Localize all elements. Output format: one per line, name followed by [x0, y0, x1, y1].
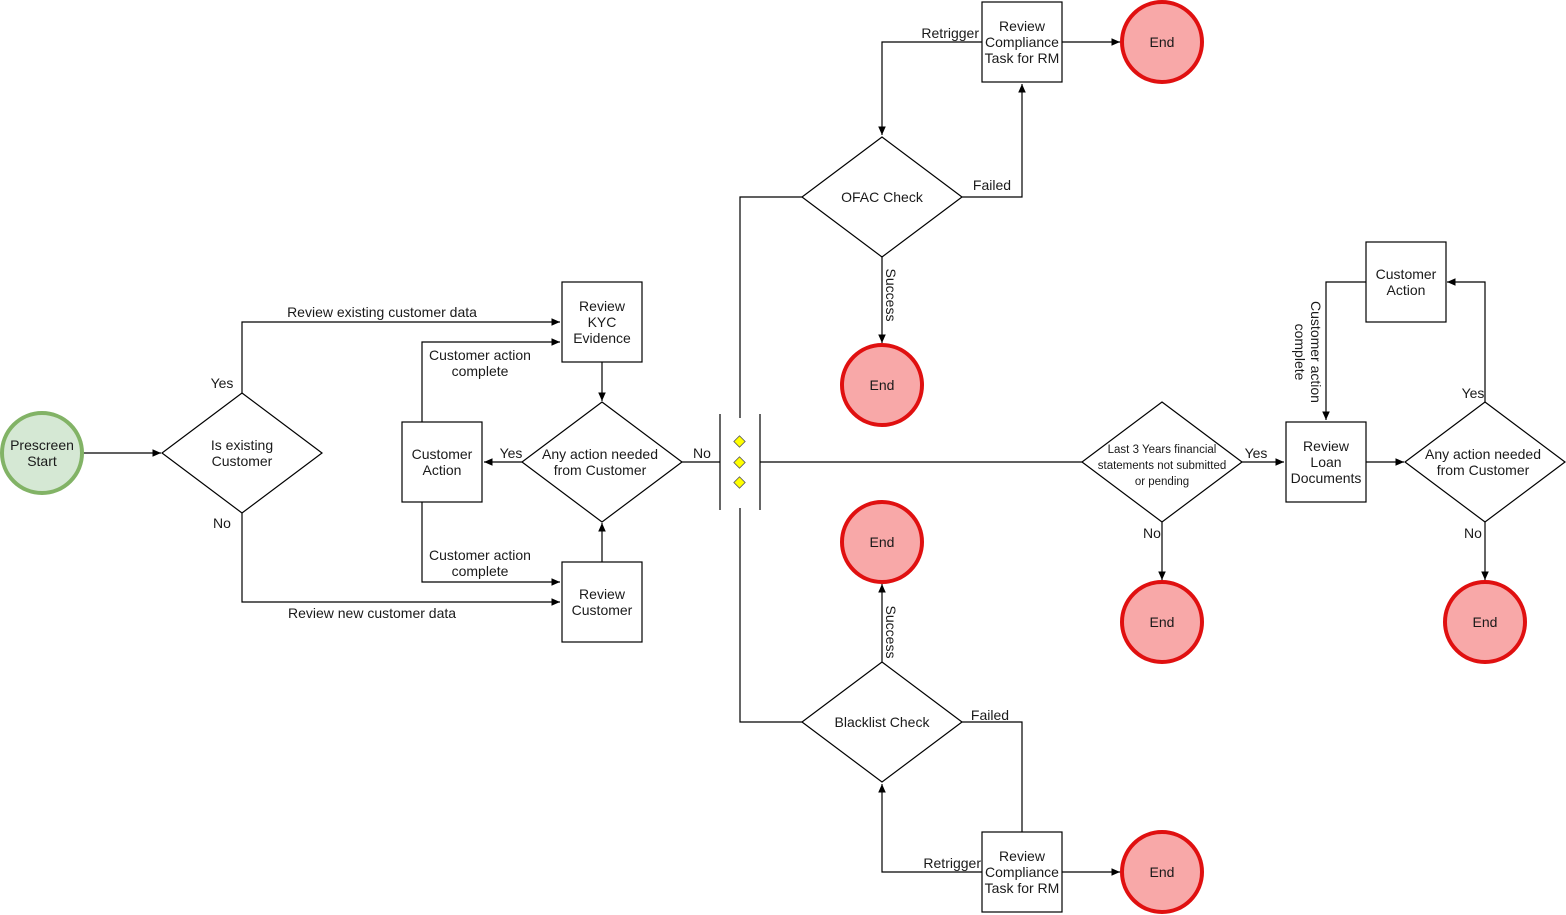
label-success-blacklist: Success [883, 606, 899, 659]
label-yes-any-action-right: Yes [1462, 385, 1485, 401]
label-no-financial: No [1143, 525, 1161, 541]
blacklist-check-decision[interactable]: Blacklist Check [801, 661, 963, 783]
gateway-marker-2 [733, 456, 746, 469]
gateway-marker-1 [733, 435, 746, 448]
label-no-any-action-right: No [1464, 525, 1482, 541]
label-success-ofac: Success [883, 269, 899, 322]
edge-labels: Yes No Review existing customer data Rev… [211, 25, 1485, 871]
edge-compliance-retrigger-to-blacklist [878, 784, 982, 873]
label-retrigger-top: Retrigger [921, 25, 979, 41]
end-label: End [1150, 614, 1175, 630]
blacklist-check-label: Blacklist Check [835, 714, 931, 730]
edge-compliance-retrigger-to-ofac [878, 41, 982, 135]
end-label: End [870, 377, 895, 393]
end-node-loan-no-action[interactable]: End [1443, 580, 1527, 664]
edge-blacklist-failed-to-compliance [962, 721, 1023, 832]
end-label: End [870, 534, 895, 550]
edge-any-action-yes-to-customer-action-right [1447, 278, 1486, 402]
end-node-blacklist-compliance[interactable]: End [1120, 830, 1204, 914]
edge-customer-action-to-review-loan [1322, 281, 1366, 420]
ofac-check-decision[interactable]: OFAC Check [801, 136, 963, 258]
label-failed-ofac: Failed [973, 177, 1011, 193]
label-no-existing: No [213, 515, 231, 531]
edge-customer-action-to-review-kyc [421, 338, 560, 422]
label-yes-existing: Yes [211, 375, 234, 391]
edge-ofac-failed-to-compliance [962, 84, 1026, 198]
end-node-financial-no[interactable]: End [1120, 580, 1204, 664]
end-node-blacklist-success[interactable]: End [840, 500, 924, 584]
edge-gateway-to-ofac [739, 196, 802, 418]
parallel-gateway [719, 414, 761, 510]
edges [83, 38, 1489, 876]
label-customer-action-complete-right: Customer actioncomplete [1292, 301, 1324, 403]
label-retrigger-bottom: Retrigger [923, 855, 981, 871]
end-node-ofac-success[interactable]: End [840, 343, 924, 427]
end-node-ofac-compliance[interactable]: End [1120, 0, 1204, 84]
label-review-existing: Review existing customer data [287, 304, 477, 320]
label-review-new: Review new customer data [288, 605, 456, 621]
label-yes-any-action-left: Yes [500, 445, 523, 461]
edge-customer-action-to-review-customer [421, 502, 560, 586]
label-no-any-action-left: No [693, 445, 711, 461]
edge-gateway-to-blacklist [739, 508, 802, 723]
end-label: End [1473, 614, 1498, 630]
label-yes-financial: Yes [1245, 445, 1268, 461]
end-label: End [1150, 34, 1175, 50]
edge-no-to-review-customer [241, 513, 560, 606]
gateway-marker-3 [733, 476, 746, 489]
edge-yes-to-review-kyc [241, 318, 560, 393]
label-failed-blacklist: Failed [971, 707, 1009, 723]
ofac-check-label: OFAC Check [841, 189, 924, 205]
end-label: End [1150, 864, 1175, 880]
